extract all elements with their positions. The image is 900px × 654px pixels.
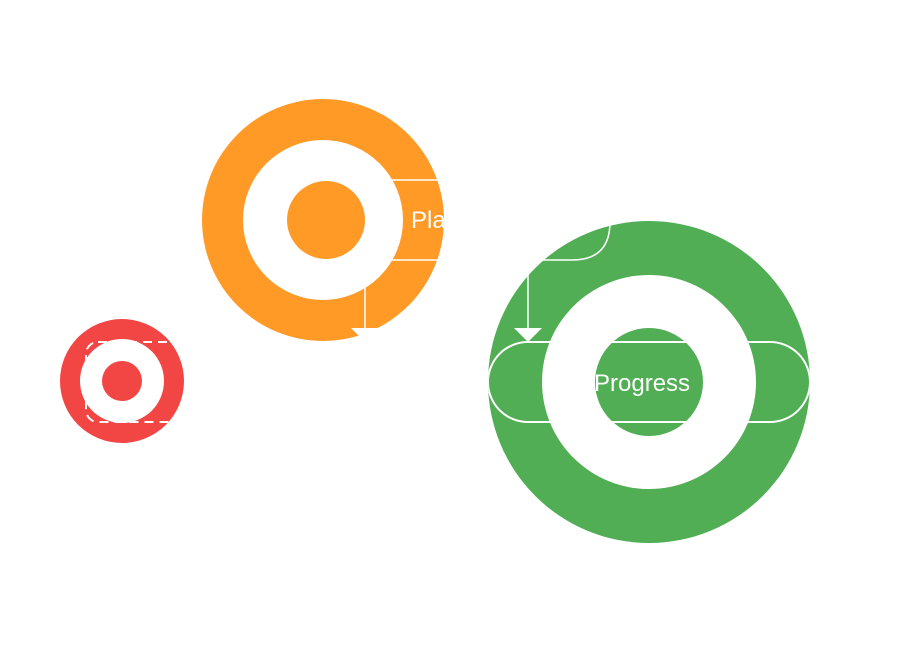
- edge-plan-down-arrowhead: [351, 328, 379, 342]
- start-bullseye: [102, 361, 142, 401]
- progress-label-box[interactable]: Progress: [488, 341, 810, 423]
- plan-label-frame: [391, 179, 444, 261]
- plan-bullseye: [287, 181, 365, 259]
- start-node[interactable]: [60, 319, 286, 443]
- edge-plan-to-progress: [527, 221, 611, 328]
- plan-node[interactable]: Pla: [202, 99, 612, 341]
- edge-plan-to-progress-arrowhead: [514, 328, 542, 342]
- plan-label: Pla: [411, 207, 446, 234]
- progress-label: Progress: [594, 370, 690, 397]
- progress-label-frame: [488, 341, 810, 423]
- progress-bullseye: [595, 328, 703, 436]
- progress-node[interactable]: Progress: [488, 221, 810, 543]
- plan-label-box[interactable]: Pla: [391, 179, 612, 261]
